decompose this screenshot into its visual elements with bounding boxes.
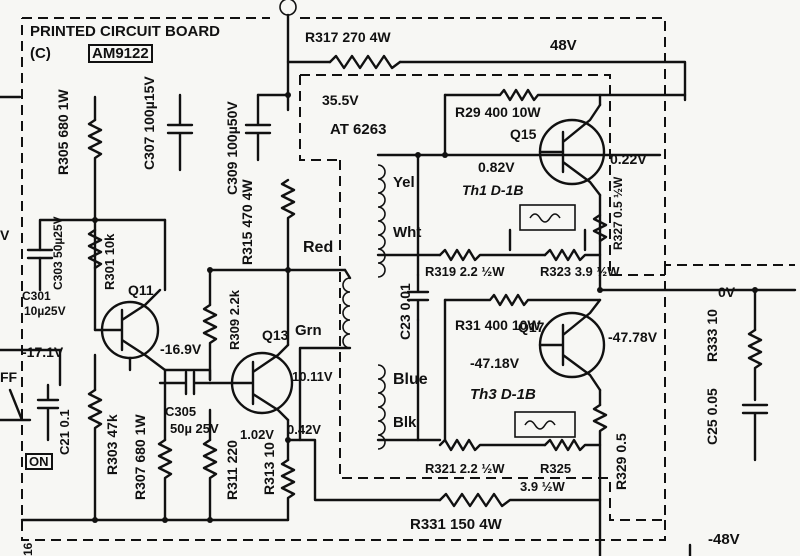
transformer-coil-left-lower [377,364,386,450]
r29-resistor [443,88,602,102]
switch-on-label: ON [25,453,53,470]
c21-label: C21 0.1 [57,409,72,455]
r319-label: R319 2.2 ½W [425,264,505,279]
r309-resistor [202,303,218,382]
rail-48v: 48V [550,37,577,54]
board-title: PRINTED CIRCUIT BOARD [30,23,220,40]
c25-label: C25 0.05 [704,388,720,445]
c301-value: 10µ25V [24,304,66,318]
r307-label: R307 680 1W [132,414,148,500]
r333-resistor [747,328,763,402]
c309-label: C309 100µ50V [224,101,240,195]
r325-value: 3.9 ½W [520,479,565,494]
r315-label: R315 470 4W [239,179,255,265]
r31-resistor [443,293,602,307]
c303-label: C303 50µ25V [51,216,65,290]
r329-label: R329 0.5 [613,433,629,490]
v-neg-47-78: -47.78V [608,329,658,345]
q13-label: Q13 [262,327,289,343]
r317-value: 270 4W [342,29,391,45]
c25-capacitor [741,403,769,462]
r323-label: R323 3.9 ½W [540,264,620,279]
r321-label: R321 2.2 ½W [425,461,505,476]
c305-value: 50µ 25V [170,421,219,436]
wire-blue: Blue [393,371,428,388]
r321-resistor [438,438,547,452]
wire-yel: Yel [393,174,415,191]
c305-ref: C305 [165,404,197,419]
r325-resistor [543,438,602,452]
r305-resistor [87,118,103,222]
wire-wht: Wht [393,224,422,241]
rail-0v: 0V [718,284,736,300]
th3-label: Th3 D-1B [470,386,536,403]
pcb-outline [21,17,795,541]
r331-label: R331 150 4W [410,516,502,533]
switch-off-label: FF [0,369,18,385]
power-switch [0,388,32,422]
q11-label: Q11 [128,282,154,298]
v-neg-16-9: -16.9V [160,341,202,357]
r311-resistor [202,438,218,522]
wire-grn: Grn [295,322,322,339]
wire-red: Red [303,239,334,256]
v-1-02: 1.02V [240,427,274,442]
v-0-22: 0.22V [610,151,647,167]
c23-label: C23 0.01 [397,283,413,340]
v-neg-47-18: -47.18V [470,355,520,371]
r29-label: R29 400 10W [455,104,541,120]
r319-resistor [438,248,547,262]
q15-label: Q15 [510,126,537,142]
edge-left-label: V [0,227,10,243]
th1-label: Th1 D-1B [462,182,524,198]
r325-ref: R325 [540,461,572,476]
output-section-outline [299,74,665,521]
th1-thermistor [519,204,576,231]
wire-blk: Blk [393,414,417,431]
transformer-model: AT 6263 [330,121,387,138]
r327-resistor [592,213,608,243]
r311-label: R311 220 [224,440,240,500]
r301-label: R301 10k [102,233,117,290]
r331-resistor [438,492,602,508]
supply-terminal [279,0,297,16]
th3-thermistor [514,411,576,438]
r333-label: R333 10 [704,309,720,362]
rail-neg-48v: -48V [708,531,740,548]
r317-ref: R317 [305,29,339,45]
r313-label: R313 10 [261,442,277,495]
r317-label: R317 270 4W [305,30,391,44]
r303-resistor [87,388,103,522]
r317-resistor [328,54,402,70]
node-35-5v: 35.5V [322,92,359,108]
transformer-coil-left-upper [377,164,386,278]
v-0-42: 0.42V [287,422,321,437]
r309-label: R309 2.2k [227,289,242,350]
q17-label: Q17 [518,319,545,335]
r305-label: R305 680 1W [55,89,71,175]
r327-label: R327 0.5 ½W [611,176,625,250]
r301-resistor [87,228,103,270]
edge-bottom-label: 16 [21,542,35,556]
transformer-coil-primary [342,277,351,349]
c301-ref: C301 [22,289,51,303]
r31-label: R31 400 10W [455,317,541,333]
r315-resistor [280,178,296,272]
r303-label: R303 47k [104,414,120,475]
v-neg-17-1: -17.1V [22,344,64,360]
c307-label: C307 100µ15V [141,76,157,170]
r329-resistor [592,403,608,556]
v-0-82: 0.82V [478,159,515,175]
r313-resistor [280,458,296,522]
board-section: (C) [30,45,51,62]
r307-resistor [157,438,173,522]
v-10-11: 10.11V [292,369,333,384]
r323-resistor [543,248,602,262]
board-part-number: AM9122 [88,44,153,63]
